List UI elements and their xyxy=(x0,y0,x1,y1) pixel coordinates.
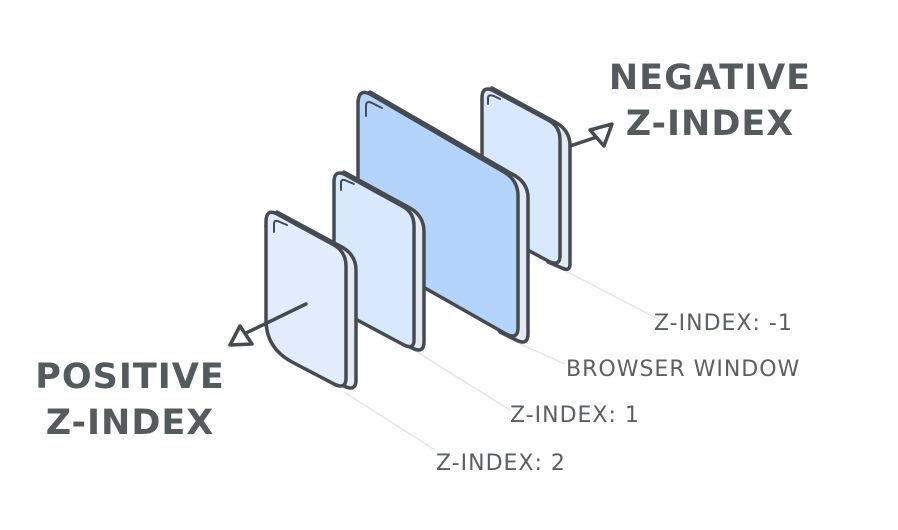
positive-heading-line-2: Z-INDEX xyxy=(46,403,215,443)
negative-heading-line-1: NEGATIVE xyxy=(609,58,811,98)
leader-lines xyxy=(343,267,661,451)
z-axis-segment-exit xyxy=(242,302,308,336)
layer-two xyxy=(242,210,358,390)
negative-heading-line-2: Z-INDEX xyxy=(626,104,795,144)
layer-browser-window xyxy=(356,90,530,344)
arrow-down-left-icon xyxy=(228,324,254,347)
label-z-index-one: Z-INDEX: 1 xyxy=(510,403,640,428)
browser-window-face xyxy=(356,90,520,338)
arrow-up-right-icon xyxy=(588,122,614,148)
leader-line-minus-one xyxy=(559,267,661,321)
browser-window-highlight xyxy=(365,101,383,117)
layer-minus-one-highlight xyxy=(487,94,501,105)
label-z-index-two: Z-INDEX: 2 xyxy=(436,451,566,476)
label-browser-window: BROWSER WINDOW xyxy=(566,357,800,382)
leader-line-one xyxy=(413,349,511,411)
leader-line-browser xyxy=(519,343,566,365)
layer-two-highlight xyxy=(273,219,288,233)
layer-one-highlight xyxy=(340,178,355,191)
leader-line-two xyxy=(343,391,436,451)
label-z-index-minus-one: Z-INDEX: -1 xyxy=(654,311,793,336)
layer-two-face xyxy=(264,210,348,388)
positive-heading-line-1: POSITIVE xyxy=(35,357,225,397)
